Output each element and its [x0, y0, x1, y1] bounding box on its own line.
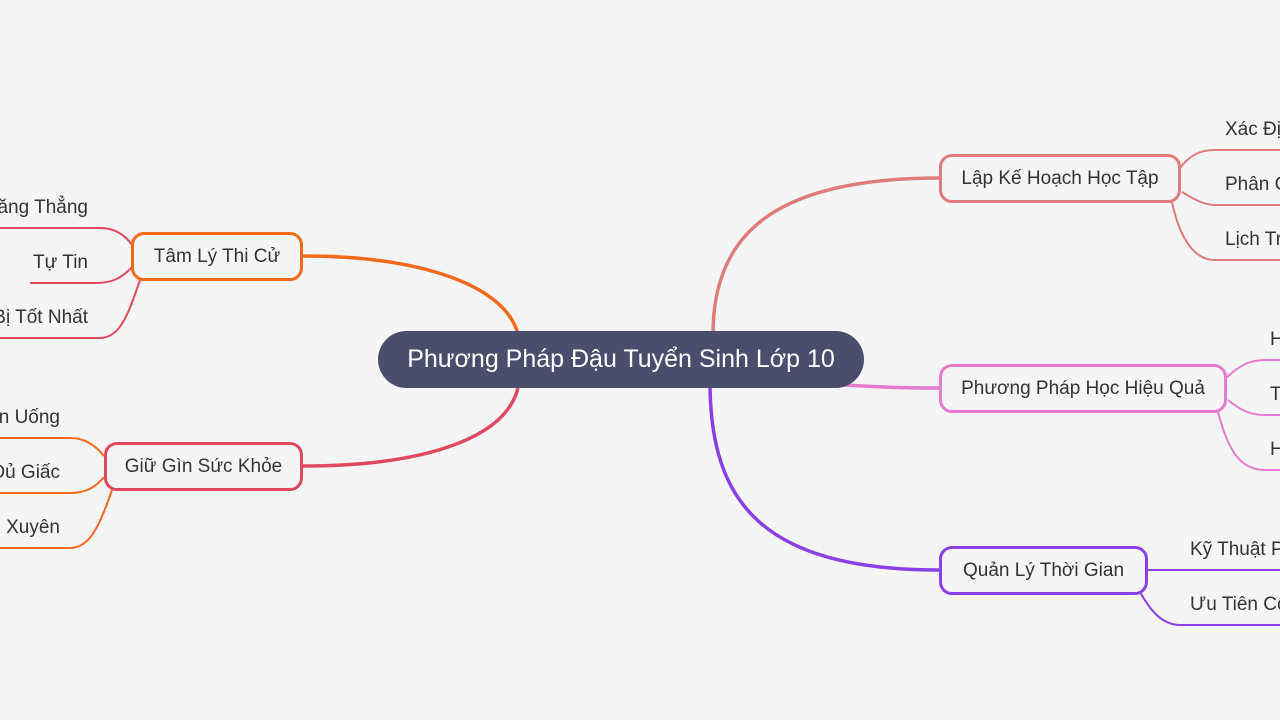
connector-root-b4: [302, 254, 520, 335]
branch-quan-ly-thoi-gian[interactable]: Quản Lý Thời Gian: [939, 546, 1148, 595]
branch-phuong-phap-hoc[interactable]: Phương Pháp Học Hiệu Quả: [939, 364, 1227, 413]
leaf-topic[interactable]: Ưu Tiên Cô: [1190, 594, 1280, 615]
connector-b4-leaf-2: [30, 266, 133, 284]
branch-giu-gin-suc-khoe[interactable]: Giữ Gìn Sức Khỏe: [104, 442, 303, 491]
connector-b1-leaf-3: [1171, 201, 1280, 261]
leaf-topic[interactable]: Tập Thể Dục Thường Xuyên: [0, 517, 60, 538]
connector-b5-leaf-1: [0, 437, 105, 457]
connector-b5-leaf-2: [0, 476, 105, 494]
leaf-topic[interactable]: Ngủ Đủ Giấc: [0, 462, 60, 483]
leaf-topic[interactable]: Kỹ Thuật P: [1190, 539, 1280, 560]
leaf-topic[interactable]: H: [1270, 329, 1280, 350]
connector-root-b1: [711, 176, 941, 335]
connector-b3-leaf-2: [1139, 591, 1280, 626]
branch-tam-ly-thi-cu[interactable]: Tâm Lý Thi Cử: [131, 232, 303, 281]
leaf-topic[interactable]: Lịch Tr: [1225, 229, 1280, 250]
connector-b5-leaf-3: [0, 489, 113, 549]
leaf-topic[interactable]: Giảm Căng Thẳng: [0, 197, 88, 218]
connector-root-b3: [708, 387, 941, 572]
connector-root-b5: [302, 387, 520, 468]
leaf-topic[interactable]: Chuẩn Bị Tốt Nhất: [0, 307, 88, 328]
leaf-topic[interactable]: Ăn Uống: [0, 407, 60, 428]
connector-b4-leaf-3: [0, 279, 141, 339]
connector-b1-leaf-2: [1181, 191, 1280, 206]
leaf-topic[interactable]: H: [1270, 439, 1280, 460]
connector-b1-leaf-1: [1179, 149, 1280, 169]
connector-b2-leaf-2: [1227, 399, 1280, 416]
connector-b2-leaf-1: [1225, 359, 1280, 379]
leaf-topic[interactable]: T: [1270, 384, 1280, 405]
leaf-topic[interactable]: Tự Tin: [33, 252, 88, 273]
connector-b2-leaf-3: [1217, 411, 1280, 471]
connector-b4-leaf-1: [0, 227, 133, 246]
branch-lap-ke-hoach[interactable]: Lập Kế Hoạch Học Tập: [939, 154, 1181, 203]
leaf-topic[interactable]: Phân C: [1225, 174, 1280, 195]
leaf-topic[interactable]: Xác Định: [1225, 119, 1280, 140]
connector-root-b2: [844, 383, 941, 390]
root-topic[interactable]: Phương Pháp Đậu Tuyển Sinh Lớp 10: [378, 331, 864, 388]
